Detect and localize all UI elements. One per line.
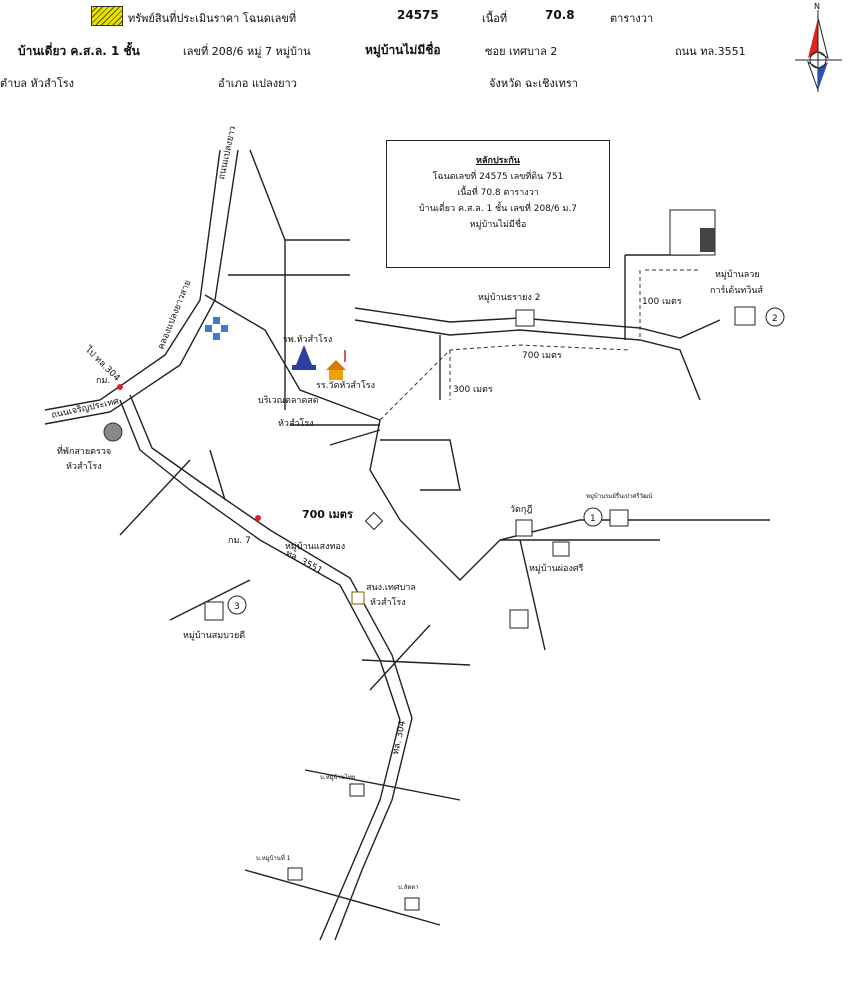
village-right-label-2: การ์เด้นทวินส์ xyxy=(710,284,764,296)
road-304-lower-label: ทล. 304 xyxy=(391,720,408,756)
building-type: บ้านเดี่ยว ค.ส.ล. 1 ชั้น xyxy=(18,44,140,58)
village-2-label: หมู่บ้านธรายง 2 xyxy=(478,292,540,303)
road-3551-label: ทล. 3551 xyxy=(284,549,324,577)
temple-icon xyxy=(292,345,316,370)
house-number: เลขที่ 208/6 หมู่ 7 หมู่บ้าน xyxy=(183,45,311,58)
small-label-3: บ.ลัดดา xyxy=(398,884,419,891)
info-title: หลักประกัน xyxy=(476,156,520,166)
village-somboon-label: หมู่บ้านสมบวยดี xyxy=(183,630,245,641)
collateral-info-box: หลักประกัน โฉนดเลขที่ 24575 เลขที่ดิน 75… xyxy=(386,140,610,268)
info-line-2: เนื้อที่ 70.8 ตารางวา xyxy=(457,188,539,198)
province: จังหวัด ฉะเชิงเทรา xyxy=(489,77,578,90)
marker-3: 3 xyxy=(234,602,240,612)
market-label: บริเวณตลาดสด xyxy=(258,395,319,406)
school-icon xyxy=(326,350,346,380)
km-label-2: กม. 7 xyxy=(228,536,251,546)
office-label: สนง.เทศบาล xyxy=(366,583,416,593)
legend-text: ทรัพย์สินที่ประเมินราคา โฉนดเลขที่ xyxy=(128,12,297,25)
small-label-2: บ.หมู่บ้านที่ 1 xyxy=(256,854,291,862)
village-right-label: หมู่บ้านลวย xyxy=(715,269,760,280)
wat-kudi-label: วัดกุฎี xyxy=(510,504,532,515)
distance-300: 300 เมตร xyxy=(453,385,493,395)
village-phongsri-label: หมู่บ้านผ่องศรี xyxy=(529,563,584,574)
hospital-label: รพ.หัวสำโรง xyxy=(283,334,332,345)
title-deed-number: 24575 xyxy=(397,8,439,22)
market-label-2: หัวสำโรง xyxy=(278,418,314,429)
office-label-2: หัวสำโรง xyxy=(370,597,406,608)
area-value: 70.8 xyxy=(545,8,575,22)
info-line-3: บ้านเดี่ยว ค.ส.ล. 1 ชั้น เลขที่ 208/6 ม.… xyxy=(418,204,578,214)
km-marker-2 xyxy=(255,515,261,521)
info-line-1: โฉนดเลขที่ 24575 เลขที่ดิน 751 xyxy=(432,172,564,182)
police-icon xyxy=(103,422,123,442)
km-label-1: กม. xyxy=(96,376,110,386)
distance-700b: 700 เมตร xyxy=(302,508,353,521)
village-name: หมู่บ้านไม่มีชื่อ xyxy=(365,43,441,57)
road-name: ถนน ทล.3551 xyxy=(675,45,746,58)
area-label: เนื้อที่ xyxy=(482,12,508,25)
hospital-icon xyxy=(205,317,228,340)
compass-icon: N xyxy=(795,2,842,92)
km-marker-1 xyxy=(117,384,123,390)
amphoe: อำเภอ แปลงยาว xyxy=(218,77,297,90)
small-label-1: บ.หมู่บ้านไทย xyxy=(320,773,355,781)
distance-700a: 700 เมตร xyxy=(522,351,562,361)
soi-name: ซอย เทศบาล 2 xyxy=(485,45,558,58)
school-label: รร.วัดหัวสำโรง xyxy=(316,380,375,391)
info-line-4: หมู่บ้านไม่มีชื่อ xyxy=(469,220,527,230)
village-sangthong-label: หมู่บ้านแสงทอง xyxy=(285,541,345,552)
office-icon xyxy=(351,591,365,605)
rest-area-label: ที่พักสายตรวจ xyxy=(57,444,111,457)
marker-2: 2 xyxy=(772,314,778,324)
distance-100: 100 เมตร xyxy=(642,297,682,307)
north-label: N xyxy=(814,2,820,11)
area-unit: ตารางวา xyxy=(610,12,654,25)
rest-area-label-2: หัวสำโรง xyxy=(66,461,102,472)
legend-swatch xyxy=(91,6,123,26)
village-rom-label: หมู่บ้านรมย์รื่นเป่าศรีวัฒน์ xyxy=(586,492,652,500)
tambon: ตำบล หัวสำโรง xyxy=(0,77,75,90)
marker-1: 1 xyxy=(590,514,596,524)
